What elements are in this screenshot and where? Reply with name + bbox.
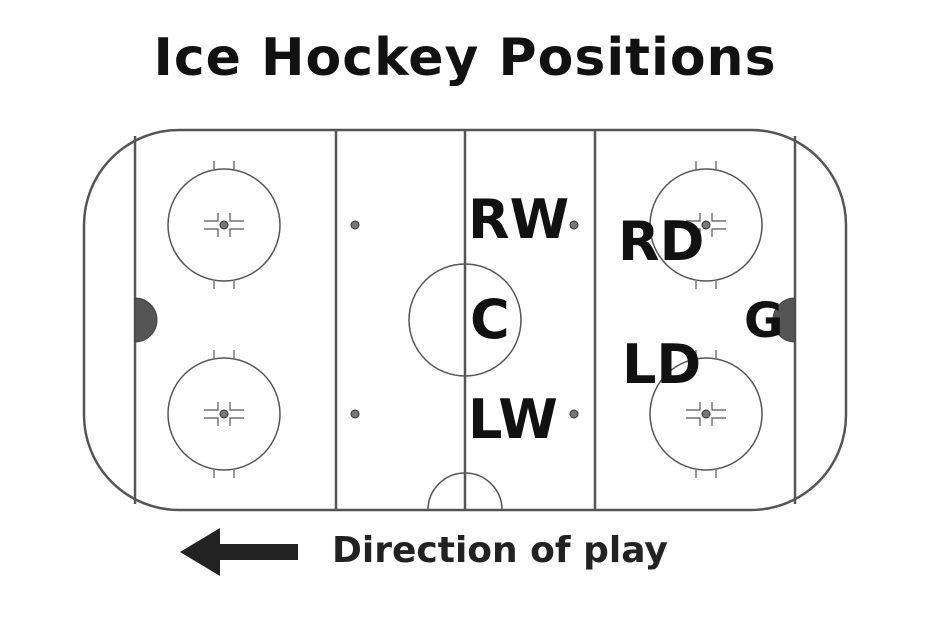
position-left-wing: LW xyxy=(468,388,558,451)
diagram-title: Ice Hockey Positions xyxy=(153,28,777,88)
referee-crease xyxy=(427,472,503,511)
faceoff-circle-top-left xyxy=(167,161,281,289)
position-left-defense: LD xyxy=(622,333,702,396)
direction-label: Direction of play xyxy=(332,530,668,571)
neutral-dot-top-right xyxy=(569,220,579,230)
faceoff-circle-bottom-left xyxy=(167,350,281,478)
position-goalie: G xyxy=(744,293,784,349)
position-right-defense: RD xyxy=(618,210,705,273)
faceoff-circle-bottom-right xyxy=(649,350,763,478)
goal-crease-left xyxy=(134,297,158,343)
direction-of-play: Direction of play xyxy=(180,522,780,582)
center-circle xyxy=(408,263,522,377)
position-center: C xyxy=(470,288,510,351)
neutral-dot-bottom-right xyxy=(569,409,579,419)
goal-crease-right xyxy=(772,297,796,343)
neutral-dot-top-left xyxy=(350,220,360,230)
position-right-wing: RW xyxy=(468,188,570,251)
arrow-left-icon xyxy=(180,528,298,576)
neutral-dot-bottom-left xyxy=(350,409,360,419)
faceoff-circle-top-right xyxy=(649,161,763,289)
